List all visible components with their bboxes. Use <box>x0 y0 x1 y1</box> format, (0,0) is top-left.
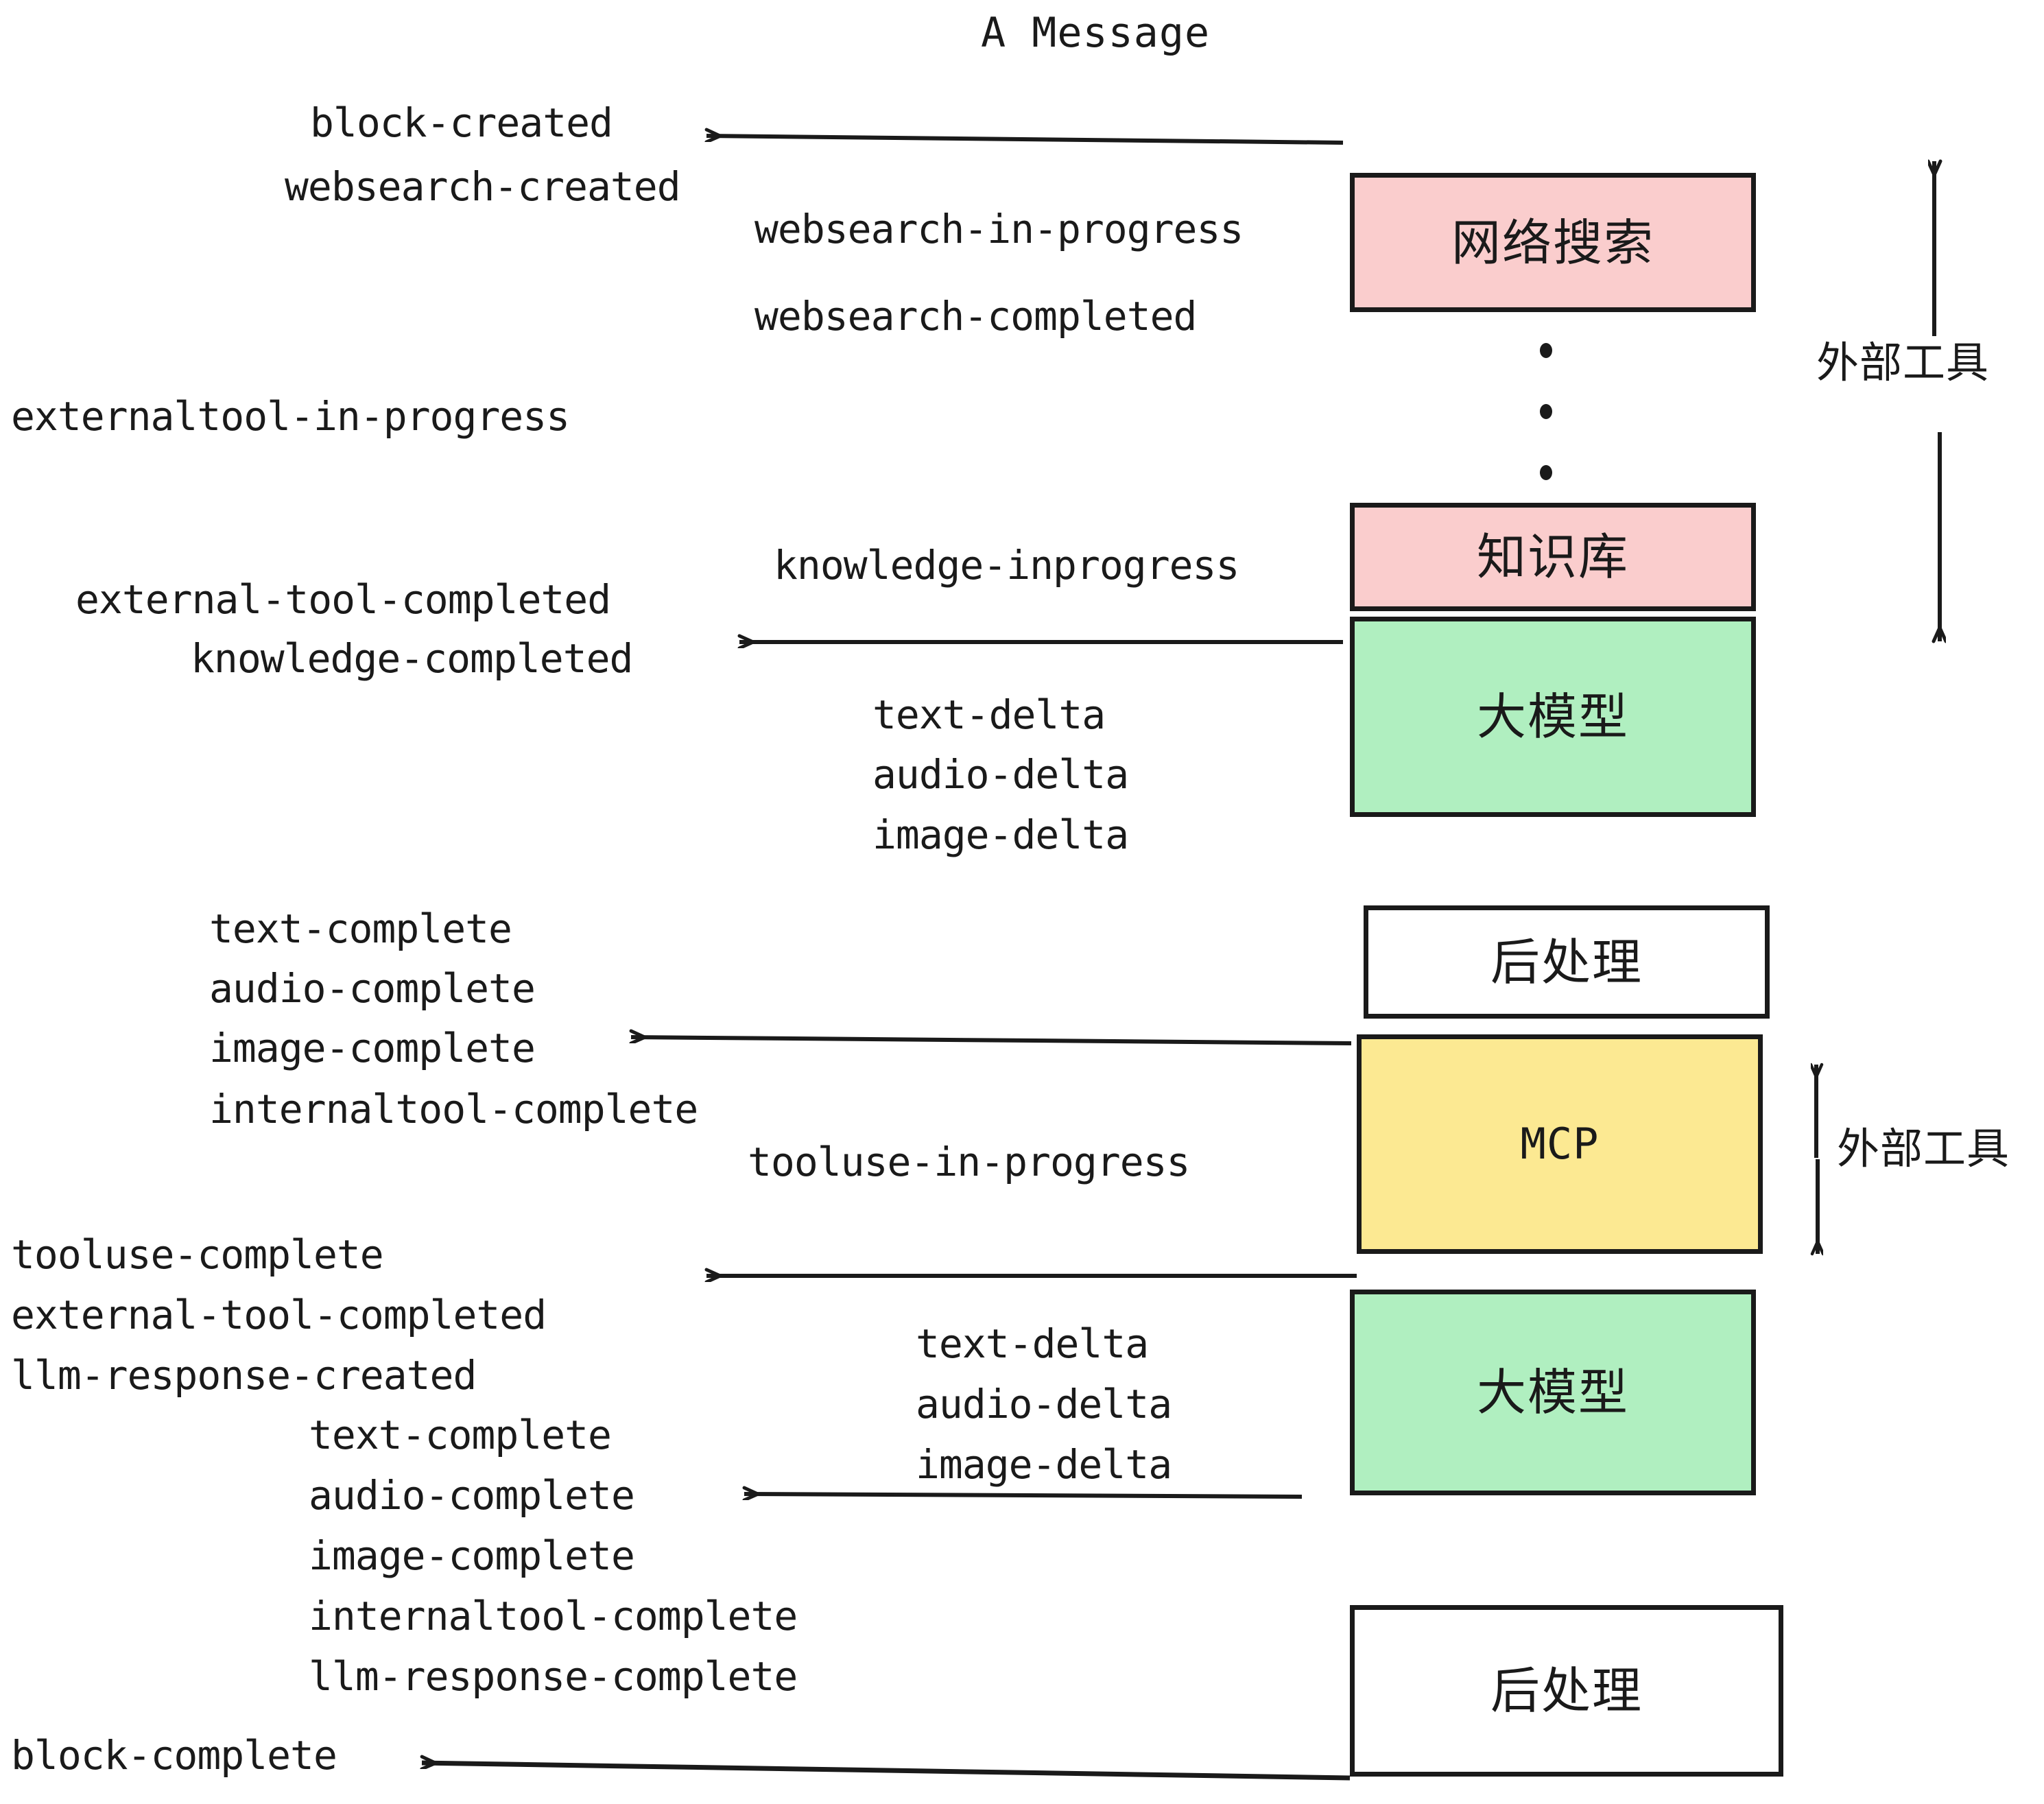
node-postprocess-2[interactable]: 后处理 <box>1350 1605 1783 1777</box>
arrow-llm-2-to-audio-complete <box>744 1494 1303 1497</box>
event-label-tooluse-in-progress: tooluse-in-progress <box>748 1139 1190 1185</box>
event-label-text-complete-1: text-complete <box>209 905 512 952</box>
dot-3 <box>1540 465 1552 480</box>
node-llm-2-label: 大模型 <box>1476 1364 1629 1421</box>
node-knowledge-label: 知识库 <box>1476 528 1629 586</box>
event-label-llm-response-complete: llm-response-complete <box>309 1653 798 1700</box>
event-label-text-delta-1: text-delta <box>872 691 1106 738</box>
event-label-block-complete: block-complete <box>11 1732 337 1779</box>
event-label-internaltool-complete-1: internaltool-complete <box>209 1086 698 1132</box>
dot-1 <box>1540 343 1552 358</box>
event-label-llm-response-created: llm-response-created <box>11 1352 477 1399</box>
arrow-postprocess-1-to-image-complete <box>631 1037 1352 1045</box>
event-label-audio-delta-2: audio-delta <box>916 1381 1172 1427</box>
page-title: A Message <box>981 9 1211 57</box>
node-mcp[interactable]: MCP <box>1357 1034 1763 1254</box>
arrow-postprocess-2-to-block-complete <box>422 1763 1351 1781</box>
event-label-text-delta-2: text-delta <box>916 1320 1149 1367</box>
event-label-external-tool-completed-2: external-tool-completed <box>11 1292 547 1338</box>
event-label-internaltool-complete-2: internaltool-complete <box>309 1593 798 1639</box>
group-label-external-tool-top: 外部工具 <box>1816 337 1990 388</box>
event-label-websearch-completed: websearch-completed <box>754 293 1197 340</box>
event-label-external-tool-completed-1: external-tool-completed <box>75 576 611 623</box>
event-label-audio-delta-1: audio-delta <box>872 751 1129 798</box>
node-postprocess-2-label: 后处理 <box>1490 1662 1643 1720</box>
event-label-image-delta-1: image-delta <box>872 811 1129 858</box>
event-label-text-complete-2: text-complete <box>309 1412 612 1458</box>
node-llm-1[interactable]: 大模型 <box>1350 617 1756 817</box>
group-label-external-tool-bottom: 外部工具 <box>1837 1124 2010 1174</box>
event-label-knowledge-completed: knowledge-completed <box>191 635 633 682</box>
node-knowledge[interactable]: 知识库 <box>1350 503 1756 611</box>
event-label-block-created: block-created <box>310 99 613 146</box>
event-label-externaltool-in-progress: externaltool-in-progress <box>11 393 570 440</box>
node-websearch[interactable]: 网络搜索 <box>1350 173 1756 312</box>
node-llm-2[interactable]: 大模型 <box>1350 1290 1756 1495</box>
double-arrow-external-tool-bottom <box>1816 1065 1818 1254</box>
event-label-audio-complete-1: audio-complete <box>209 965 536 1012</box>
ellipsis-vertical-dots <box>1539 343 1553 480</box>
double-arrow-external-tool-top <box>1934 161 1940 641</box>
event-label-knowledge-inprogress: knowledge-inprogress <box>774 542 1239 589</box>
node-llm-1-label: 大模型 <box>1476 688 1629 746</box>
arrow-websearch-to-block-created <box>706 136 1344 145</box>
node-mcp-label: MCP <box>1520 1119 1600 1169</box>
dot-2 <box>1540 404 1552 419</box>
node-websearch-label: 网络搜索 <box>1451 213 1654 272</box>
event-label-audio-complete-2: audio-complete <box>309 1472 635 1519</box>
event-label-image-delta-2: image-delta <box>916 1441 1172 1488</box>
event-label-tooluse-complete: tooluse-complete <box>11 1231 384 1278</box>
event-label-websearch-in-progress: websearch-in-progress <box>754 206 1244 252</box>
event-label-websearch-created: websearch-created <box>285 163 681 210</box>
node-postprocess-1-label: 后处理 <box>1490 933 1643 991</box>
event-label-image-complete-1: image-complete <box>209 1025 536 1071</box>
event-label-image-complete-2: image-complete <box>309 1532 635 1579</box>
node-postprocess-1[interactable]: 后处理 <box>1364 905 1770 1019</box>
